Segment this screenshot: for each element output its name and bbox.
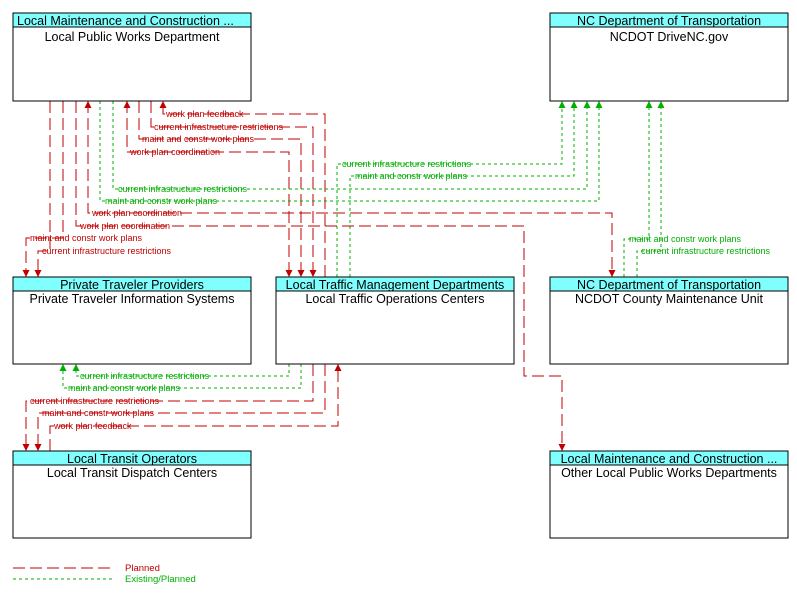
flow-line-maint-and-constr-work-plans [22, 101, 64, 277]
flow-label: maint and constr work plans [42, 408, 155, 418]
flow-label: work plan feedback [53, 421, 132, 431]
flow-label: current infrastructure restrictions [118, 184, 248, 194]
flow-label: work plan coordination [91, 208, 182, 218]
node-name-label: Local Public Works Department [45, 30, 220, 44]
node-local-public-works[interactable]: Local Maintenance and Construction ... L… [12, 12, 252, 102]
flow-label: current infrastructure restrictions [641, 246, 771, 256]
flow-label: maint and constr work plans [30, 233, 143, 243]
flow-label: maint and constr work plans [629, 234, 742, 244]
node-group-label: Local Transit Operators [67, 452, 197, 466]
flow-label: work plan feedback [165, 109, 244, 119]
flow-line-current-infrastructure-restrictions [34, 101, 51, 277]
node-group-label: Private Traveler Providers [60, 278, 204, 292]
flow-label: work plan coordination [129, 147, 220, 157]
node-name-label: Local Traffic Operations Centers [305, 292, 484, 306]
flow-line-work-plan-coordination [84, 101, 616, 277]
node-group-label: Local Maintenance and Construction ... [561, 452, 778, 466]
node-private-traveler-providers[interactable]: Private Traveler Providers Private Trave… [12, 276, 252, 365]
flow-line-current-infrastructure-restrictions [336, 101, 566, 277]
flow-line-current-infrastructure-restrictions [636, 101, 665, 277]
node-local-traffic-operations[interactable]: Local Traffic Management Departments Loc… [275, 276, 515, 365]
flow-label: current infrastructure restrictions [154, 122, 284, 132]
flow-line-maint-and-constr-work-plans [34, 364, 326, 451]
node-name-label: NCDOT County Maintenance Unit [575, 292, 764, 306]
node-name-label: Local Transit Dispatch Centers [47, 466, 217, 480]
flow-line-current-infrastructure-restrictions [22, 364, 314, 451]
flow-label: current infrastructure restrictions [342, 159, 472, 169]
node-local-transit-dispatch[interactable]: Local Transit Operators Local Transit Di… [12, 450, 252, 539]
flow-line-work-plan-feedback [49, 364, 342, 451]
flow-line-maint-and-constr-work-plans [623, 101, 653, 277]
flow-label: maint and constr work plans [68, 383, 181, 393]
flow-label: current infrastructure restrictions [80, 371, 210, 381]
flow-line-work-plan-coordination [75, 101, 566, 451]
flow-label: maint and constr work plans [355, 171, 468, 181]
node-name-label: Other Local Public Works Departments [561, 466, 777, 480]
legend-existing-planned-label: Existing/Planned [125, 574, 196, 585]
node-group-label: NC Department of Transportation [577, 14, 761, 28]
node-ncdot-county-maintenance[interactable]: NC Department of Transportation NCDOT Co… [549, 276, 789, 365]
flow-lines [22, 101, 665, 451]
legend: Planned Existing/Planned [13, 563, 196, 585]
flow-label: work plan coordination [79, 221, 170, 231]
flow-label: current infrastructure restrictions [42, 246, 172, 256]
node-group-label: Local Traffic Management Departments [286, 278, 505, 292]
legend-planned-label: Planned [125, 563, 160, 574]
flow-line-maint-and-constr-work-plans [349, 101, 578, 277]
node-group-label: Local Maintenance and Construction ... [17, 14, 234, 28]
flow-label: maint and constr work plans [142, 134, 255, 144]
flow-labels: work plan feedback current infrastructur… [30, 109, 771, 431]
flow-line-current-infrastructure-restrictions [72, 364, 290, 377]
flow-label: current infrastructure restrictions [30, 396, 160, 406]
flow-line-maint-and-constr-work-plans [59, 364, 302, 389]
node-name-label: Private Traveler Information Systems [30, 292, 235, 306]
node-other-local-public-works[interactable]: Local Maintenance and Construction ... O… [549, 450, 789, 539]
node-group-label: NC Department of Transportation [577, 278, 761, 292]
flow-label: maint and constr work plans [105, 196, 218, 206]
node-ncdot-drivenc[interactable]: NC Department of Transportation NCDOT Dr… [549, 12, 789, 102]
node-name-label: NCDOT DriveNC.gov [610, 30, 729, 44]
